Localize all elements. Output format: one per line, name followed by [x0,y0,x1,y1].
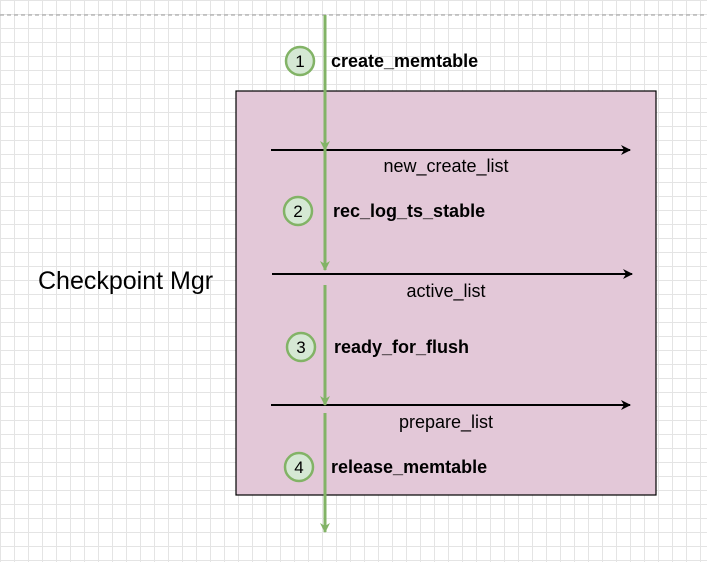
checkpoint-mgr-box [235,90,657,496]
checkpoint-mgr-label: Checkpoint Mgr [38,267,214,295]
step-4-label: release_memtable [331,457,487,477]
step-1-badge [284,45,316,77]
step-3-number: 3 [296,338,305,357]
step-1-number: 1 [295,52,304,71]
step-2-badge [282,195,314,227]
active-list-label: active_list [406,281,485,302]
prepare-list-label: prepare_list [399,412,493,433]
new-create-list-label: new_create_list [383,156,508,177]
step-2-number: 2 [293,202,302,221]
step-1-label: create_memtable [331,51,478,71]
step-4-number: 4 [294,458,303,477]
step-3-badge [285,331,317,363]
step-4-badge [283,451,315,483]
step-2-label: rec_log_ts_stable [333,201,485,221]
step-3-label: ready_for_flush [334,337,469,357]
